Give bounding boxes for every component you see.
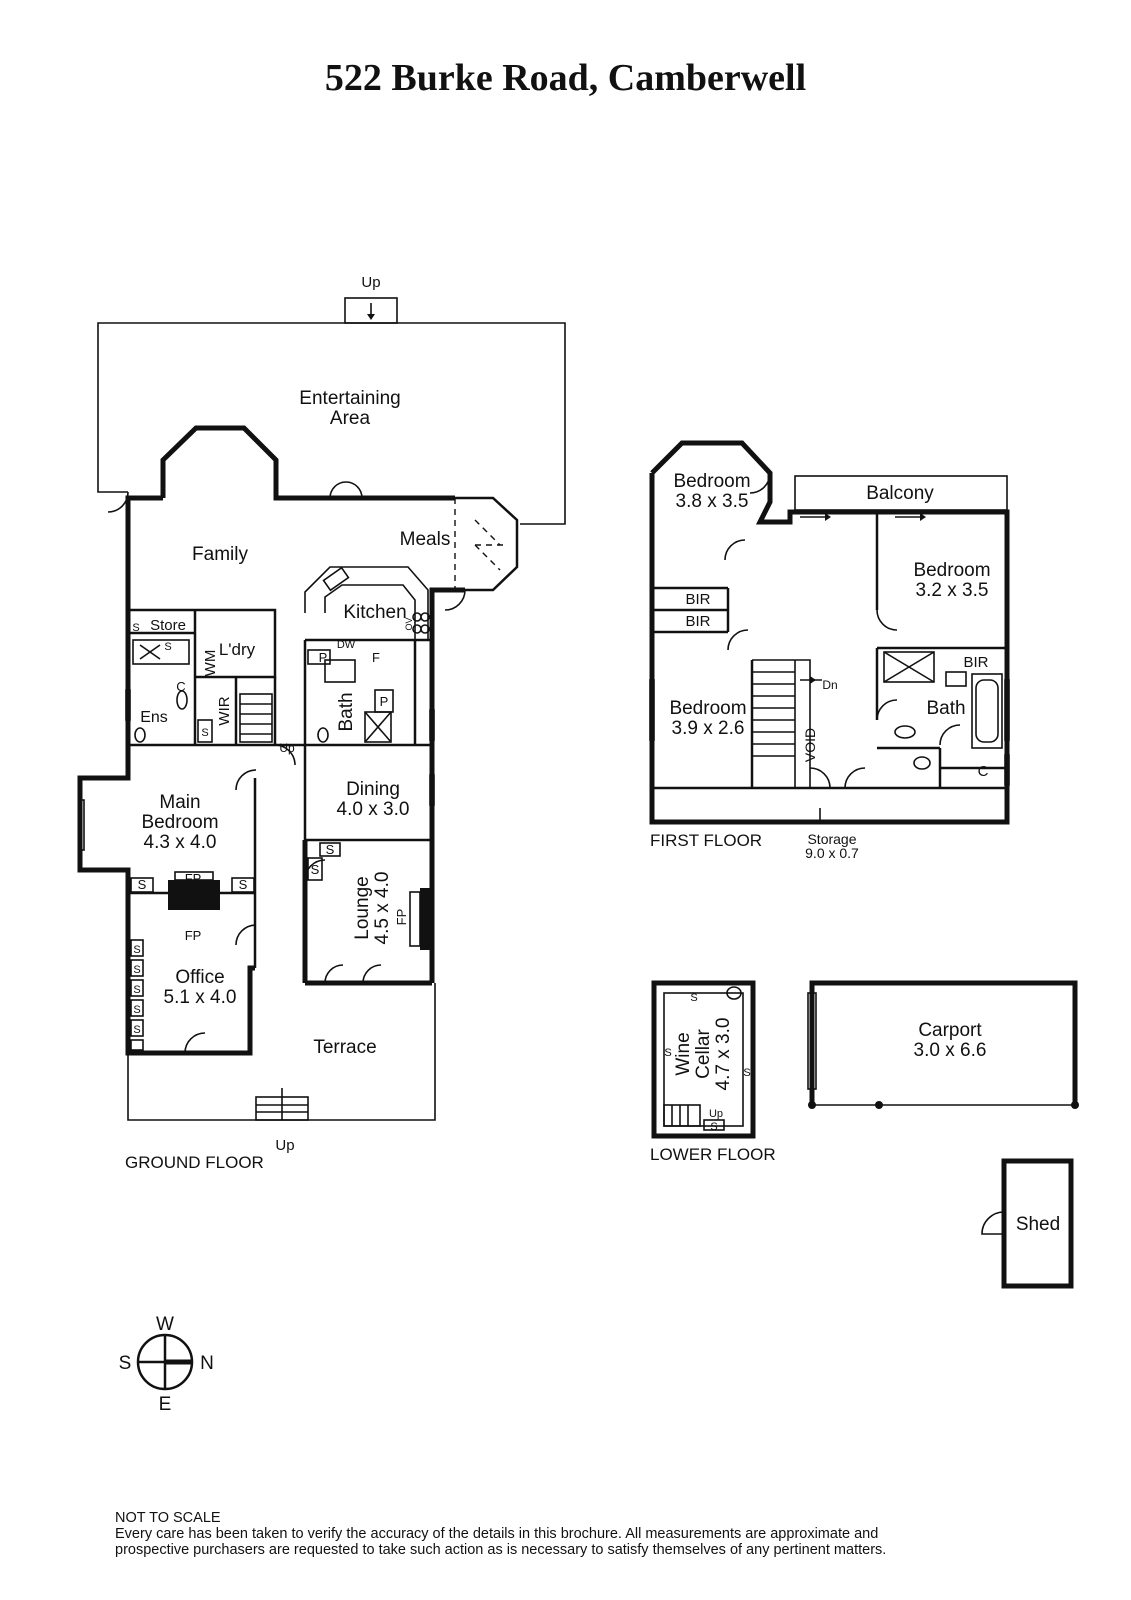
disclaimer-line-1: Every care has been taken to verify the … bbox=[115, 1526, 879, 1542]
entertaining-label-1: Entertaining bbox=[299, 388, 400, 409]
first-outer-wall bbox=[649, 440, 1010, 825]
entertaining-label-2: Area bbox=[330, 408, 371, 429]
fp-label-main: FP bbox=[185, 871, 202, 886]
compass-s: S bbox=[119, 1353, 132, 1374]
lounge-size: 4.5 x 4.0 bbox=[372, 872, 393, 945]
fp-label-office: FP bbox=[185, 928, 202, 943]
lounge-label: Lounge bbox=[352, 876, 373, 939]
s-label-office-4: S bbox=[133, 1004, 140, 1016]
bath-first-label: Bath bbox=[926, 698, 965, 719]
bedroom1-size: 3.8 x 3.5 bbox=[676, 491, 749, 512]
ens-label: Ens bbox=[140, 709, 168, 726]
entertaining-area-outline bbox=[97, 322, 566, 525]
s-label-cellar-4: S bbox=[710, 1121, 717, 1133]
wine-label: Wine bbox=[673, 1032, 694, 1075]
storage-size: 9.0 x 0.7 bbox=[805, 845, 859, 861]
bir-label-2: BIR bbox=[685, 613, 710, 630]
wir-label: WIR bbox=[216, 696, 233, 725]
wm-label: WM bbox=[202, 650, 219, 677]
kitchen-label: Kitchen bbox=[343, 602, 406, 623]
ov-label: OV bbox=[404, 617, 414, 630]
c-label-ens: C bbox=[176, 679, 185, 694]
shed-label: Shed bbox=[1016, 1214, 1060, 1235]
entry-steps-top bbox=[344, 297, 398, 324]
s-label-2: S bbox=[239, 877, 248, 892]
dn-label: Dn bbox=[822, 678, 837, 692]
store-label: Store bbox=[150, 617, 186, 634]
s-label-office-1: S bbox=[133, 944, 140, 956]
compass-icon bbox=[136, 1333, 194, 1391]
storage-label: Storage bbox=[807, 831, 856, 847]
carport-label: Carport bbox=[918, 1020, 982, 1041]
ground-floor-label: GROUND FLOOR bbox=[125, 1153, 264, 1172]
compass-e: E bbox=[159, 1394, 172, 1415]
s-label-3: S bbox=[326, 842, 335, 857]
meals-label: Meals bbox=[400, 529, 451, 550]
cellar-label: Cellar bbox=[693, 1029, 714, 1079]
main-bedroom-size: 4.3 x 4.0 bbox=[144, 832, 217, 853]
s-label-store: S bbox=[164, 641, 171, 653]
up-label-cellar: Up bbox=[709, 1108, 723, 1120]
first-floor-label: FIRST FLOOR bbox=[650, 831, 762, 850]
c-label-first: C bbox=[978, 763, 989, 780]
office-size: 5.1 x 4.0 bbox=[164, 987, 237, 1008]
bedroom2-size: 3.2 x 3.5 bbox=[916, 580, 989, 601]
family-label: Family bbox=[192, 544, 248, 565]
up-label-terrace: Up bbox=[275, 1137, 294, 1154]
bath-ground-label: Bath bbox=[336, 692, 357, 731]
p-label-2: P bbox=[380, 694, 389, 709]
lower-floor-label: LOWER FLOOR bbox=[650, 1145, 776, 1164]
s-label-4: S bbox=[311, 862, 320, 877]
wine-cellar-wall bbox=[651, 980, 756, 1139]
s-label-1: S bbox=[138, 877, 147, 892]
bir-label-1: BIR bbox=[685, 591, 710, 608]
wine-cellar-size: 4.7 x 3.0 bbox=[713, 1018, 734, 1091]
dining-label: Dining bbox=[346, 779, 400, 800]
f-label: F bbox=[372, 650, 380, 665]
balcony-outline bbox=[794, 475, 1008, 511]
office-label: Office bbox=[175, 967, 224, 988]
carport-plan bbox=[807, 980, 1079, 1109]
void-label: VOID bbox=[802, 728, 818, 762]
bir-label-3: BIR bbox=[963, 654, 988, 671]
s-label-cellar-1: S bbox=[690, 992, 697, 1004]
s-label-office-2: S bbox=[133, 964, 140, 976]
bedroom3-size: 3.9 x 2.6 bbox=[672, 718, 745, 739]
not-to-scale-note: NOT TO SCALE bbox=[115, 1510, 221, 1526]
bedroom3-label: Bedroom bbox=[669, 698, 746, 719]
up-label-top: Up bbox=[361, 274, 380, 291]
dining-size: 4.0 x 3.0 bbox=[337, 799, 410, 820]
s-label-ens: S bbox=[132, 622, 139, 634]
page-title: 522 Burke Road, Camberwell bbox=[324, 57, 807, 99]
up-label-wir: Up bbox=[279, 741, 295, 755]
bedroom2-label: Bedroom bbox=[913, 560, 990, 581]
balcony-label: Balcony bbox=[866, 483, 934, 504]
s-label-cellar-2: S bbox=[664, 1047, 671, 1059]
main-bedroom-label-2: Bedroom bbox=[141, 812, 218, 833]
compass-n: N bbox=[200, 1353, 214, 1374]
dw-label: DW bbox=[337, 639, 356, 651]
disclaimer-footer: NOT TO SCALE Every care has been taken t… bbox=[115, 1510, 1035, 1558]
main-bedroom-label-1: Main bbox=[159, 792, 200, 813]
lower-floor-plan bbox=[651, 980, 756, 1139]
compass-w: W bbox=[156, 1314, 174, 1335]
ground-floor-plan bbox=[77, 297, 566, 1121]
fp-label-lounge: FP bbox=[394, 909, 409, 926]
shed-plan bbox=[981, 1158, 1074, 1289]
first-floor-plan bbox=[649, 440, 1010, 825]
laundry-label: L'dry bbox=[219, 640, 256, 659]
terrace-label: Terrace bbox=[313, 1037, 376, 1058]
disclaimer-line-2: prospective purchasers are requested to … bbox=[115, 1542, 887, 1558]
s-label-wir: S bbox=[201, 727, 208, 739]
s-label-cellar-3: S bbox=[743, 1067, 750, 1079]
ground-outer-wall bbox=[77, 495, 255, 1056]
bedroom1-label: Bedroom bbox=[673, 471, 750, 492]
carport-size: 3.0 x 6.6 bbox=[914, 1040, 987, 1061]
s-label-office-3: S bbox=[133, 984, 140, 996]
p-label-1: P bbox=[319, 650, 328, 665]
s-label-office-5: S bbox=[133, 1024, 140, 1036]
